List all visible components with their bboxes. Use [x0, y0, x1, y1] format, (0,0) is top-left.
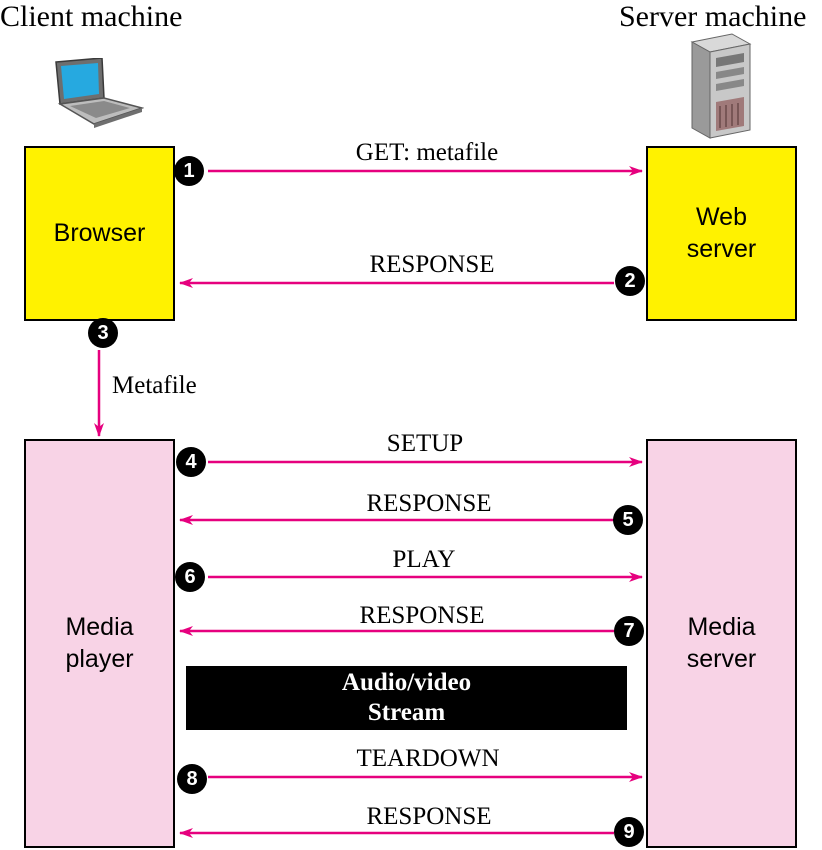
browser-label: Browser: [53, 218, 146, 247]
msg-response-3: RESPONSE: [359, 602, 485, 629]
msg-response-4: RESPONSE: [366, 803, 492, 830]
media-server-label-line2: server: [686, 644, 757, 673]
laptop-icon: [55, 58, 144, 128]
media-player-label-line1: Media: [65, 613, 134, 642]
step-4-badge: 4: [176, 447, 206, 477]
step-7-badge: 7: [614, 616, 644, 646]
step-5-badge: 5: [613, 505, 643, 535]
stream-label-line2: Stream: [367, 699, 446, 726]
msg-response-1: RESPONSE: [369, 251, 495, 278]
msg-play: PLAY: [392, 546, 456, 573]
msg-metafile: Metafile: [112, 372, 197, 399]
server-tower-icon: [690, 33, 752, 139]
audio-video-stream-bar: Audio/video Stream: [186, 666, 627, 730]
step-2-badge: 2: [615, 266, 645, 296]
web-server-label-line1: Web: [696, 203, 747, 232]
stream-label-line1: Audio/video: [341, 669, 472, 696]
step-6-badge: 6: [175, 562, 205, 592]
step-9-badge: 9: [614, 817, 644, 847]
server-machine-label: Server machine: [619, 0, 807, 33]
msg-teardown: TEARDOWN: [356, 745, 500, 772]
step-8-badge: 8: [177, 764, 207, 794]
client-machine-label: Client machine: [0, 0, 183, 33]
msg-setup: SETUP: [386, 430, 464, 457]
media-server-box: Media server: [646, 439, 797, 848]
media-player-box: Media player: [24, 439, 175, 848]
media-server-label-line1: Media: [687, 613, 756, 642]
step-1-badge: 1: [174, 156, 204, 186]
web-server-label-line2: server: [686, 234, 757, 263]
browser-box: Browser: [24, 146, 175, 321]
media-player-label-line2: player: [65, 644, 134, 673]
step-3-badge: 3: [88, 318, 118, 348]
web-server-box: Web server: [646, 146, 797, 321]
msg-get-metafile: GET: metafile: [355, 139, 499, 166]
msg-response-2: RESPONSE: [366, 490, 492, 517]
